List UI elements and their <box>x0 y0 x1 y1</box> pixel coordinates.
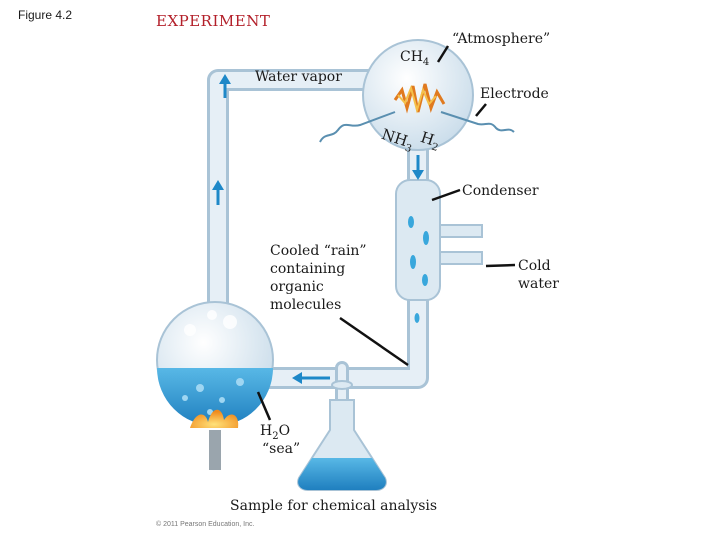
electrode-wires <box>319 111 515 143</box>
electrode-label: Electrode <box>480 86 549 102</box>
h2o-label: H2O <box>260 423 291 442</box>
leader-lines <box>256 45 516 421</box>
flow-arrows <box>212 74 424 384</box>
cooled-rain-label: Cooled “rain” containing organic molecul… <box>270 243 367 313</box>
atmosphere-label: “Atmosphere” <box>452 31 551 47</box>
sample-label: Sample for chemical analysis <box>230 498 438 514</box>
atmosphere-flask <box>362 39 474 151</box>
figure-label: Figure 4.2 <box>18 8 73 22</box>
copyright-text: © 2011 Pearson Education, Inc. <box>156 521 255 528</box>
experiment-title: EXPERIMENT <box>156 12 271 30</box>
ch4-label: CH4 <box>400 49 430 68</box>
burner-flame <box>190 409 239 470</box>
sea-label: “sea” <box>262 441 301 457</box>
sample-flask <box>297 380 387 491</box>
boiling-flask <box>156 301 274 426</box>
water-vapor-label: Water vapor <box>255 69 342 85</box>
cold-water-label: Cold water <box>518 258 559 292</box>
condenser-label: Condenser <box>462 183 539 199</box>
